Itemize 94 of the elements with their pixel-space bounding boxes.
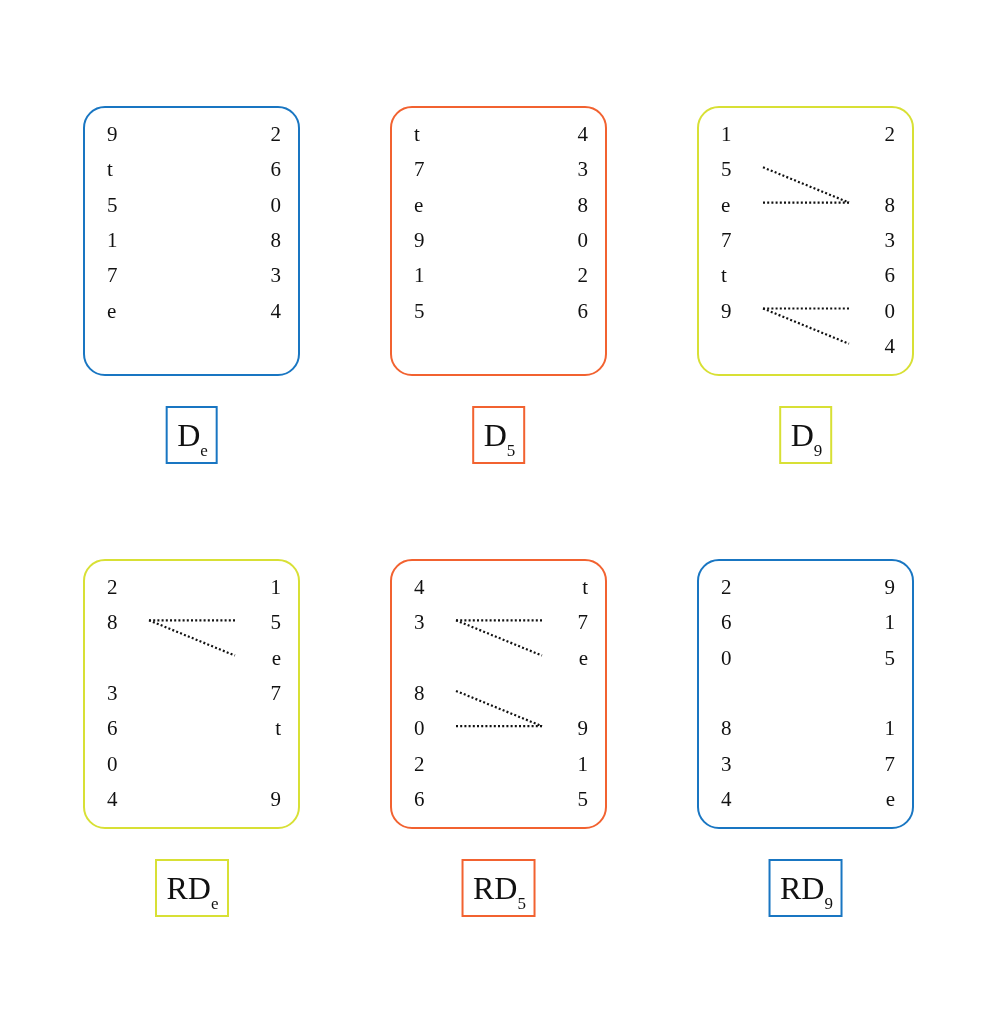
symbol-text: 1: [851, 714, 895, 743]
symbol-text: e: [851, 784, 895, 813]
symbol-text: 0: [414, 714, 458, 743]
symbol-text: 1: [237, 573, 281, 601]
symbol-text: 7: [851, 749, 895, 778]
symbol-text: 8: [851, 190, 895, 219]
symbol-text: 8: [107, 608, 151, 637]
symbol-text: 5: [237, 608, 281, 637]
caption-label: D$_{5}$: [471, 406, 526, 464]
symbol-text: 2: [721, 573, 765, 601]
symbol-text: 0: [851, 296, 895, 325]
symbol-text: 1: [414, 261, 458, 290]
symbol-text: 6: [851, 261, 895, 290]
symbol-text: e: [107, 296, 151, 325]
symbol-text: 5: [414, 296, 458, 325]
symbol-text: 2: [414, 749, 458, 778]
symbol-text: 8: [414, 678, 458, 707]
symbol-text: 1: [107, 225, 151, 254]
symbol-text: t: [237, 714, 281, 743]
symbol-text: 9: [851, 573, 895, 601]
symbol-text: 6: [107, 714, 151, 743]
rounded-box: [83, 106, 300, 376]
symbol-text: e: [544, 643, 588, 672]
rounded-box: [697, 106, 914, 376]
symbol-text: 6: [237, 155, 281, 184]
dotted-line: [763, 307, 849, 310]
symbol-text: t: [414, 120, 458, 148]
symbol-text: 0: [237, 190, 281, 219]
dotted-line: [456, 619, 542, 622]
symbol-text: 5: [851, 643, 895, 672]
symbol-text: 6: [721, 608, 765, 637]
symbol-text: 7: [721, 225, 765, 254]
symbol-text: 2: [107, 573, 151, 601]
caption-label: D$_{e}$: [165, 406, 218, 464]
dotted-line: [149, 619, 235, 622]
symbol-text: 7: [414, 155, 458, 184]
dotted-line: [456, 725, 542, 728]
symbol-text: 7: [107, 261, 151, 290]
symbol-text: 4: [237, 296, 281, 325]
symbol-text: 1: [544, 749, 588, 778]
caption-label: RD$_{5}$: [461, 859, 536, 917]
symbol-text: 3: [544, 155, 588, 184]
symbol-text: 3: [721, 749, 765, 778]
symbol-text: 7: [237, 678, 281, 707]
symbol-text: 8: [721, 714, 765, 743]
symbol-text: 6: [414, 784, 458, 813]
symbol-text: 4: [851, 331, 895, 360]
dotted-line: [455, 689, 543, 728]
symbol-text: 0: [721, 643, 765, 672]
dotted-line: [763, 201, 849, 204]
dotted-line: [455, 619, 543, 657]
symbol-text: 5: [107, 190, 151, 219]
symbol-text: 0: [544, 225, 588, 254]
symbol-text: e: [414, 190, 458, 219]
symbol-text: 1: [721, 120, 765, 148]
symbol-text: 7: [544, 608, 588, 637]
symbol-text: 8: [237, 225, 281, 254]
symbol-text: 4: [414, 573, 458, 601]
symbol-text: 2: [544, 261, 588, 290]
rounded-box: [697, 559, 914, 829]
symbol-text: 4: [721, 784, 765, 813]
symbol-text: 3: [107, 678, 151, 707]
symbol-text: 4: [107, 784, 151, 813]
rounded-box: [83, 559, 300, 829]
symbol-text: 5: [544, 784, 588, 813]
symbol-text: 9: [721, 296, 765, 325]
rounded-box: [390, 559, 607, 829]
dotted-line: [148, 619, 236, 657]
symbol-text: t: [107, 155, 151, 184]
symbol-text: 6: [544, 296, 588, 325]
symbol-text: 5: [721, 155, 765, 184]
symbol-text: 9: [544, 714, 588, 743]
dotted-line: [762, 166, 850, 204]
symbol-text: 3: [237, 261, 281, 290]
symbol-text: 3: [414, 608, 458, 637]
symbol-text: 1: [851, 608, 895, 637]
caption-label: D$_{9}$: [778, 406, 833, 464]
symbol-text: 9: [237, 784, 281, 813]
symbol-text: 3: [851, 225, 895, 254]
rounded-box: [390, 106, 607, 376]
symbol-text: 9: [107, 120, 151, 148]
dotted-line: [762, 307, 850, 345]
symbol-text: e: [237, 643, 281, 672]
symbol-text: 8: [544, 190, 588, 219]
caption-label: RD$_{9}$: [768, 859, 843, 917]
symbol-text: 9: [414, 225, 458, 254]
caption-label: RD$_{e}$: [154, 859, 229, 917]
symbol-text: t: [721, 261, 765, 290]
symbol-text: 4: [544, 120, 588, 148]
symbol-text: e: [721, 190, 765, 219]
symbol-text: 0: [107, 749, 151, 778]
symbol-text: t: [544, 573, 588, 601]
symbol-text: 2: [237, 120, 281, 148]
symbol-text: 2: [851, 120, 895, 148]
